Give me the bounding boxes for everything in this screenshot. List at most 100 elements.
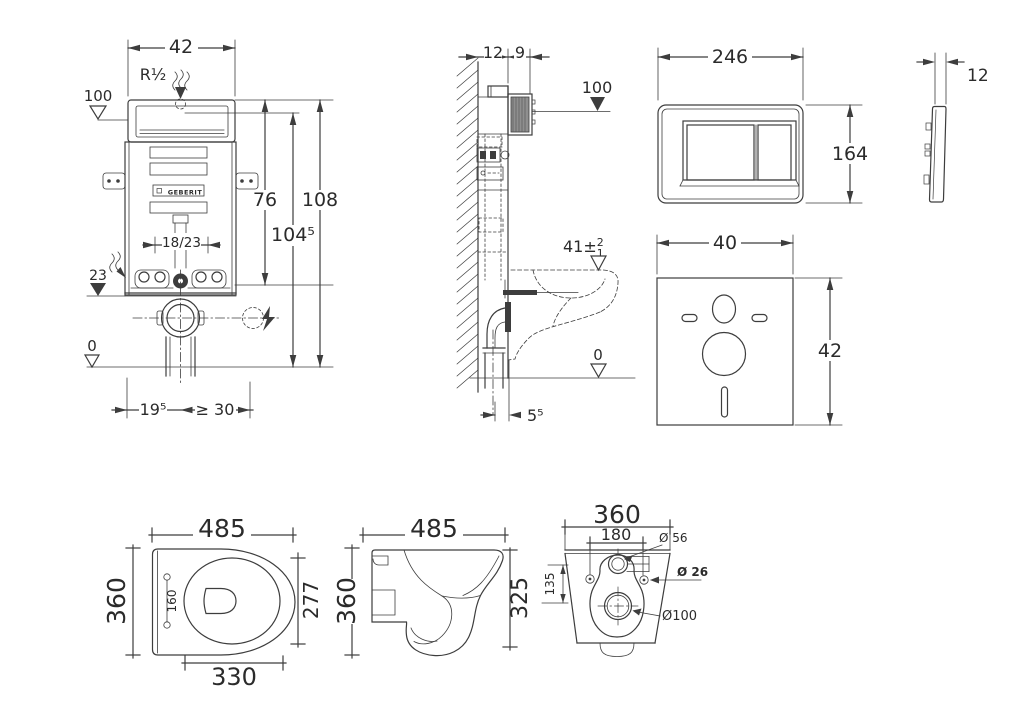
dim-label-160: 160 [165,590,179,613]
dim-label-164: 164 [832,143,868,165]
level-marker-supply-100: 100 [84,87,129,121]
dim-label-76: 76 [253,189,277,211]
cistern-front-view-diagram: 42 R½ 100 76 104⁵ 108 [83,36,339,419]
dim-label-104-5: 104⁵ [271,224,315,246]
dim-5-5: 5⁵ [480,359,544,425]
pan-outline-side [371,549,504,657]
water-supply-icon [172,69,190,99]
wall-hatching [456,57,479,393]
level-label-0: 0 [593,346,603,364]
inlet-connection [607,553,650,575]
dim-164: 164 [805,104,872,204]
dim-width-42: 42 [127,36,236,97]
dim-160-hinges: 160 [163,573,179,629]
pan-outline-rear [564,549,671,657]
dim-135: 135 [541,564,569,604]
dim-label-42: 42 [818,340,842,362]
dim-label-135: 135 [543,573,557,596]
mounting-feet [130,269,231,289]
level-label-100: 100 [582,78,613,97]
pan-outline-top [151,548,296,656]
dim-label-5-5: 5⁵ [527,406,544,425]
dim-top-12-9: 12 9 [458,43,550,95]
dim-325: 325 [502,547,533,651]
hot-water-icon [109,251,126,278]
dim-label-246: 246 [712,46,748,68]
dim-246: 246 [657,46,804,101]
supply-thread-label: R½ [140,65,167,84]
dim-label-108: 108 [302,189,338,211]
fixing-diameter-label: Ø 26 [677,565,708,579]
sound-insulation-mat-diagram: 40 42 [656,232,846,426]
dim-76: 76 [249,99,281,286]
dim-277: 277 [290,552,323,648]
level-marker-100: 100 [531,78,613,112]
wall-bracket-left [102,172,126,190]
dim-label-180: 180 [601,525,632,544]
dim-label-9: 9 [515,43,525,62]
outlet-diameter-label: Ø100 [662,609,697,624]
wall-hung-pan-dashed-outline [507,269,619,361]
plate-profile [923,105,947,203]
access-panel-lines [149,146,208,214]
label-inlet-diameter: Ø 56 [624,531,688,562]
dim-360: 360 [102,544,141,659]
dim-485: 485 [148,514,297,543]
frame-internals [476,136,510,233]
drain-pipe [165,336,196,377]
dim-360: 360 [561,500,674,551]
inlet-diameter-label: Ø 56 [659,531,688,545]
dim-label-277: 277 [299,581,323,619]
dim-label-330: 330 [211,663,257,691]
brand-label: GEBERIT [168,189,203,197]
flush-plate-side-diagram: 12 [916,52,989,203]
level-marker-0: 0 [83,337,101,369]
dim-18-23: 18/23 [142,233,221,254]
cistern-side-view-diagram: 12 9 100 [456,43,636,425]
level-label-100: 100 [84,87,113,105]
level-marker-0: 0 [589,346,608,379]
dim-180: 180 [586,525,647,576]
dim-485: 485 [359,514,509,543]
dim-label-12: 12 [967,66,989,86]
flush-plate-outline [657,104,804,204]
dim-label-360: 360 [332,577,361,625]
fixing-holes [585,574,649,585]
dim-label-12: 12 [483,43,503,62]
dim-104-5: 104⁵ [271,112,315,368]
dim-label-18-23: 18/23 [162,235,201,251]
dim-label-40: 40 [713,232,737,254]
lightning-icon [262,306,275,331]
dim-bottom: 19⁵ ≥ 30 [111,377,254,419]
dim-label-360: 360 [102,577,131,625]
outlet-connection [597,586,639,626]
dim-360: 360 [332,544,361,659]
dim-label-485: 485 [198,514,246,543]
dim-label-19-5: 19⁵ [140,400,167,419]
dim-label-42: 42 [169,36,193,58]
wall-bracket-right [235,172,259,190]
drain-elbow [482,302,511,389]
wc-top-view-diagram: 485 360 160 277 330 [102,514,323,691]
dim-label-485: 485 [410,514,458,543]
dim-12: 12 [916,52,989,105]
dim-40: 40 [656,232,794,275]
wc-rear-view-diagram: 360 180 Ø 56 [541,500,708,657]
level-label-23: 23 [89,268,107,284]
dim-108: 108 [301,99,339,368]
dim-label-325: 325 [508,577,533,619]
cistern-cross-section [507,93,536,136]
level-marker-23: 23 [86,268,126,297]
dim-330: 330 [181,655,287,691]
dim-42: 42 [794,277,846,426]
label-fixing-diameter: Ø 26 [650,565,708,584]
label-outlet-diameter: Ø100 [632,608,697,624]
level-label-0: 0 [87,337,97,355]
geberit-logo: GEBERIT [156,188,203,197]
flush-plate-front-diagram: 246 164 [657,46,872,204]
cistern-tank-outline [127,98,236,143]
wc-side-view-diagram: 485 360 325 [332,514,533,659]
